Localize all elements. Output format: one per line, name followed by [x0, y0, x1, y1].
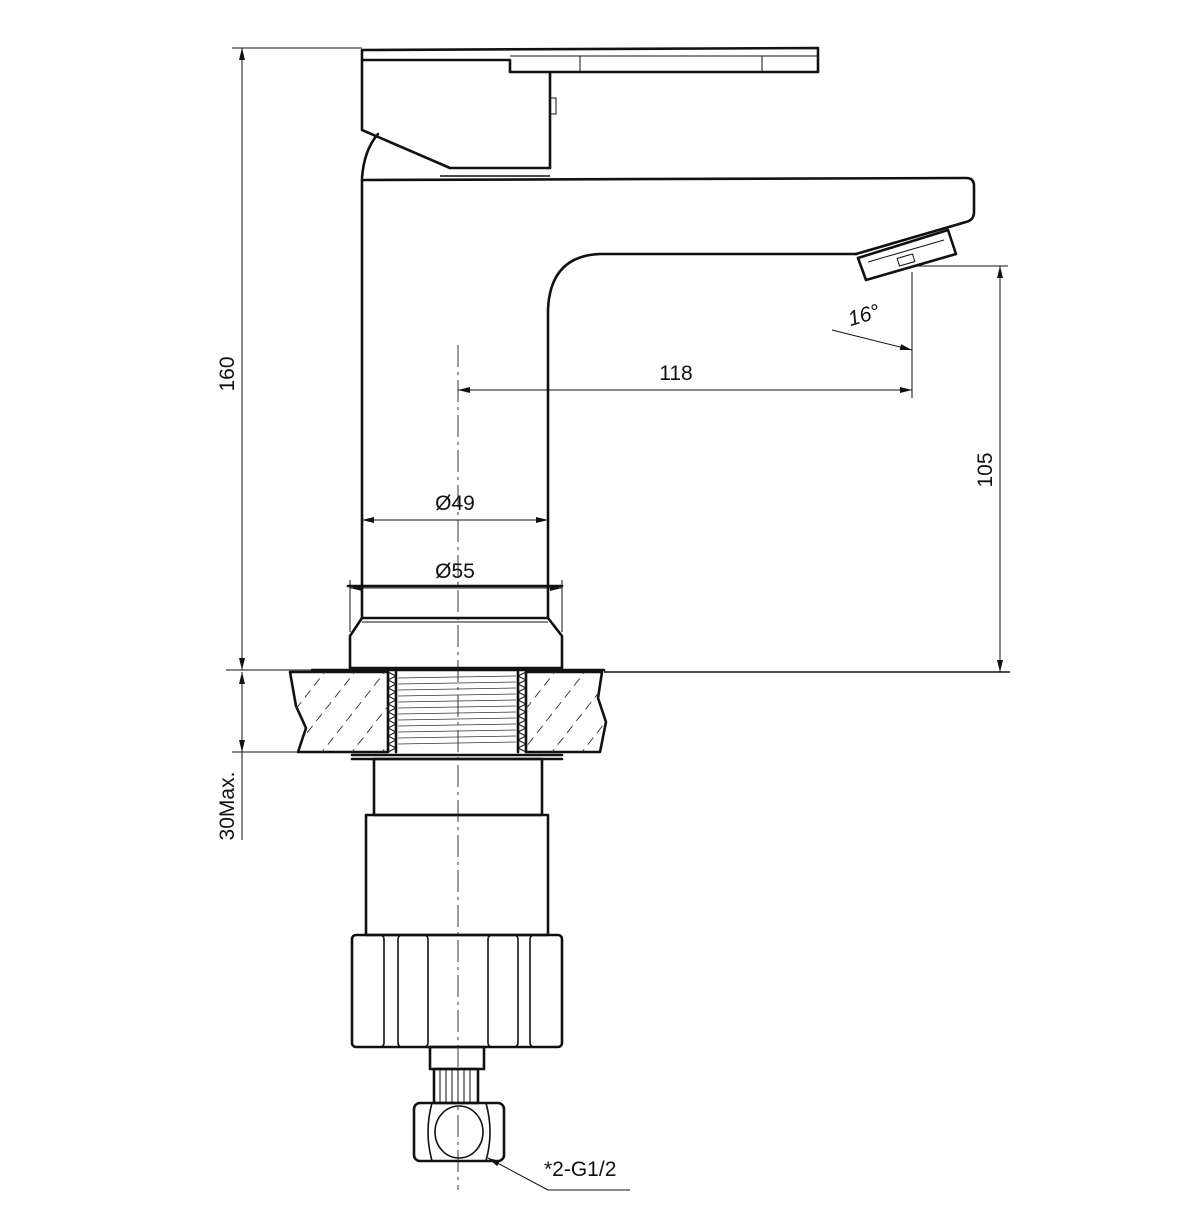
dim-spout-angle: 16°	[831, 300, 913, 351]
mounting-washer	[350, 753, 564, 937]
spout-angle-label: 16°	[845, 300, 882, 331]
body-diameter-label: Ø49	[435, 492, 475, 515]
thread-lines	[397, 675, 517, 745]
spout-reach-label: 118	[659, 362, 692, 385]
dim-total-height: 160	[216, 47, 362, 671]
max-thickness-label: 30Max.	[216, 772, 239, 841]
handle-lever	[360, 46, 820, 180]
dim-base-diameter: Ø55	[349, 560, 563, 632]
spout-height-label: 105	[974, 452, 997, 487]
spout-aerator	[856, 228, 958, 282]
hose-connector	[412, 1045, 506, 1163]
dim-spout-height: 105	[912, 265, 1008, 672]
total-height-label: 160	[216, 356, 239, 391]
base-diameter-label: Ø55	[435, 560, 475, 583]
base-collar	[346, 584, 564, 670]
dim-spout-reach: 118	[458, 272, 913, 398]
mounting-nut	[350, 933, 564, 1049]
dim-counter-thickness: 30Max.	[216, 672, 298, 840]
dim-body-diameter: Ø49	[362, 492, 548, 523]
connection-leader: *2-G1/2	[487, 1157, 630, 1191]
connection-label: *2-G1/2	[544, 1158, 616, 1181]
